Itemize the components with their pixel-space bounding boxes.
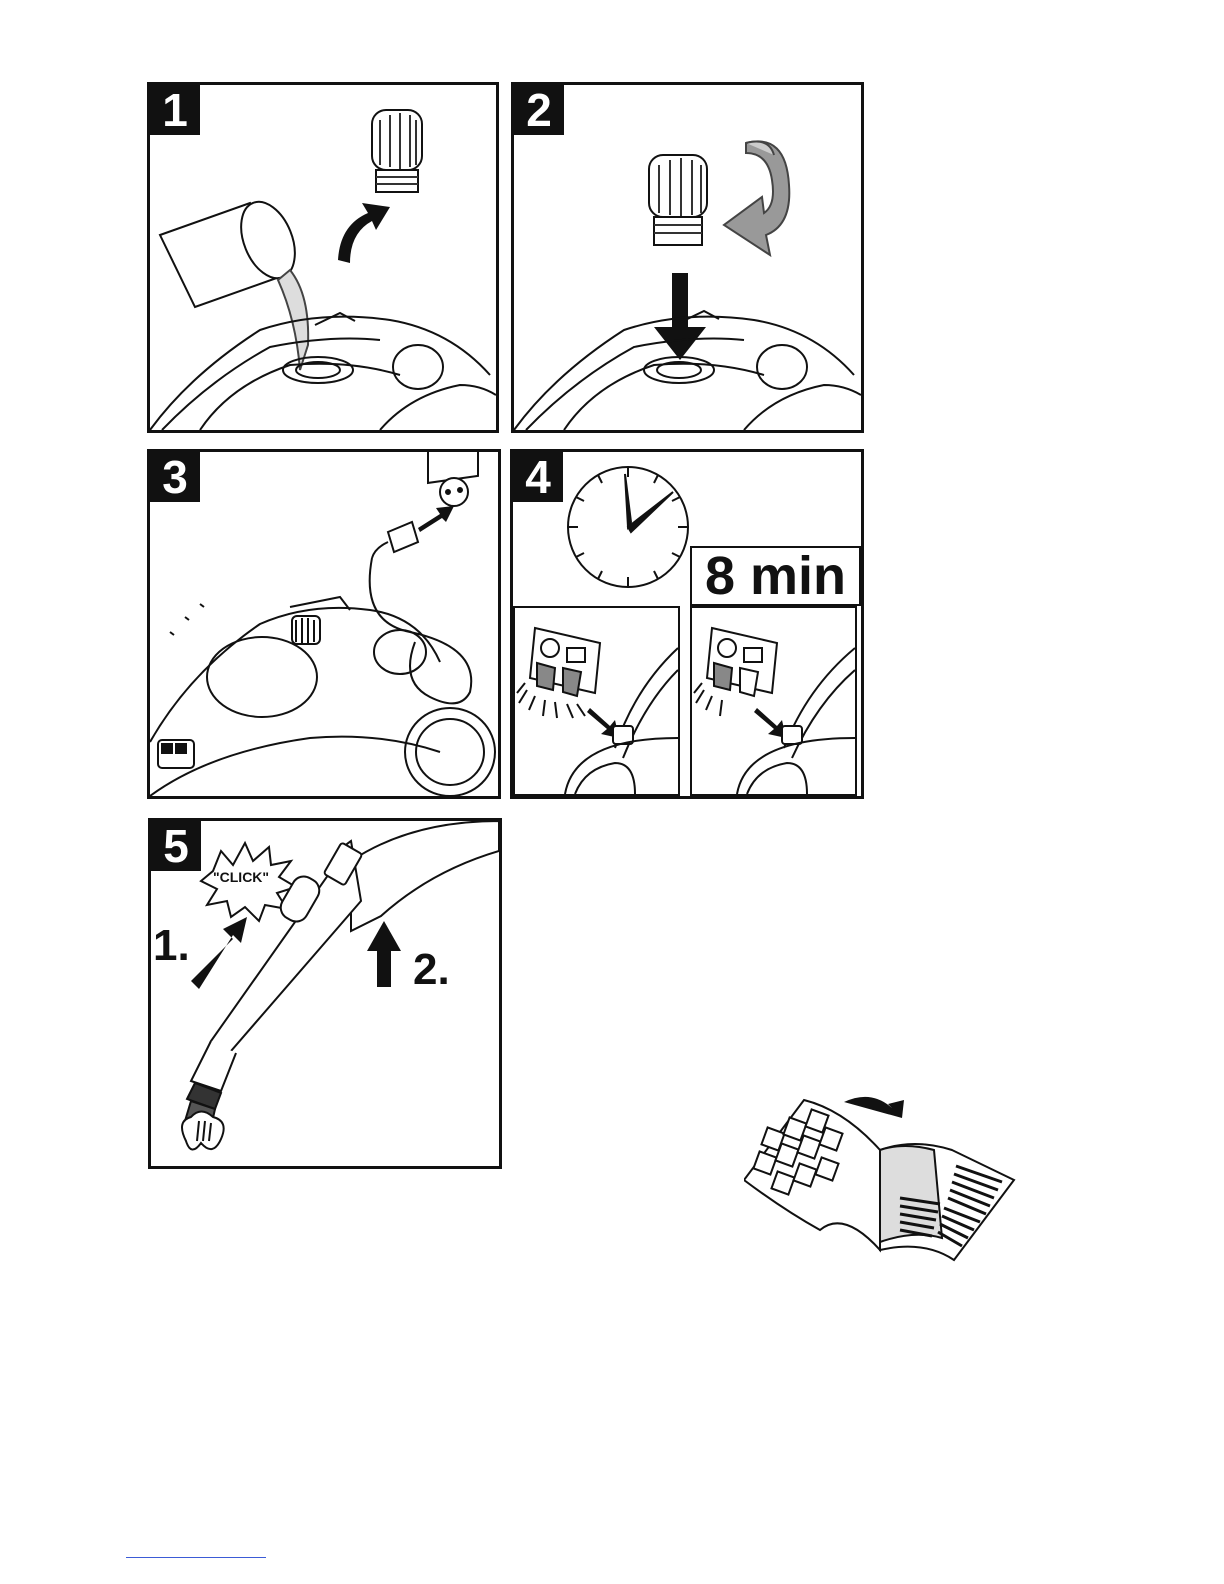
cap-icon [372, 110, 422, 192]
steam-cleaner-icon [150, 597, 495, 796]
step-4-panel: 4 8 min [510, 449, 864, 799]
arrow-1-icon [191, 917, 247, 989]
click-sound-label: "CLICK" [213, 869, 269, 885]
clock-icon [568, 467, 688, 587]
step-3-panel: 3 [147, 449, 501, 799]
plug-icon [372, 522, 418, 558]
steam-cleaner-icon [150, 313, 496, 430]
order-label-2: 2. [413, 945, 450, 995]
indicator-lights-icon [694, 628, 777, 716]
rotate-arrow-icon [724, 141, 789, 255]
wall-socket-icon [428, 452, 478, 506]
cap-icon [649, 155, 707, 245]
brush-nozzle-icon [182, 1101, 224, 1150]
curved-arrow-icon [338, 203, 390, 263]
duration-label: 8 min [690, 546, 861, 606]
manual-booklet-icon [744, 1090, 1020, 1265]
plug-arrow-icon [418, 506, 454, 532]
step-5-panel: 5 "CLICK" 1. 2. [148, 818, 502, 1169]
step-1-panel: 1 [147, 82, 499, 433]
step-2-panel: 2 [511, 82, 864, 433]
footer-rule [126, 1557, 266, 1558]
arrow-2-icon [367, 921, 401, 987]
indicator-after-panel [690, 606, 857, 796]
indicator-before-panel [513, 606, 680, 796]
indicator-lights-icon [517, 628, 600, 718]
power-cord [370, 558, 472, 703]
order-label-1: 1. [153, 921, 190, 971]
